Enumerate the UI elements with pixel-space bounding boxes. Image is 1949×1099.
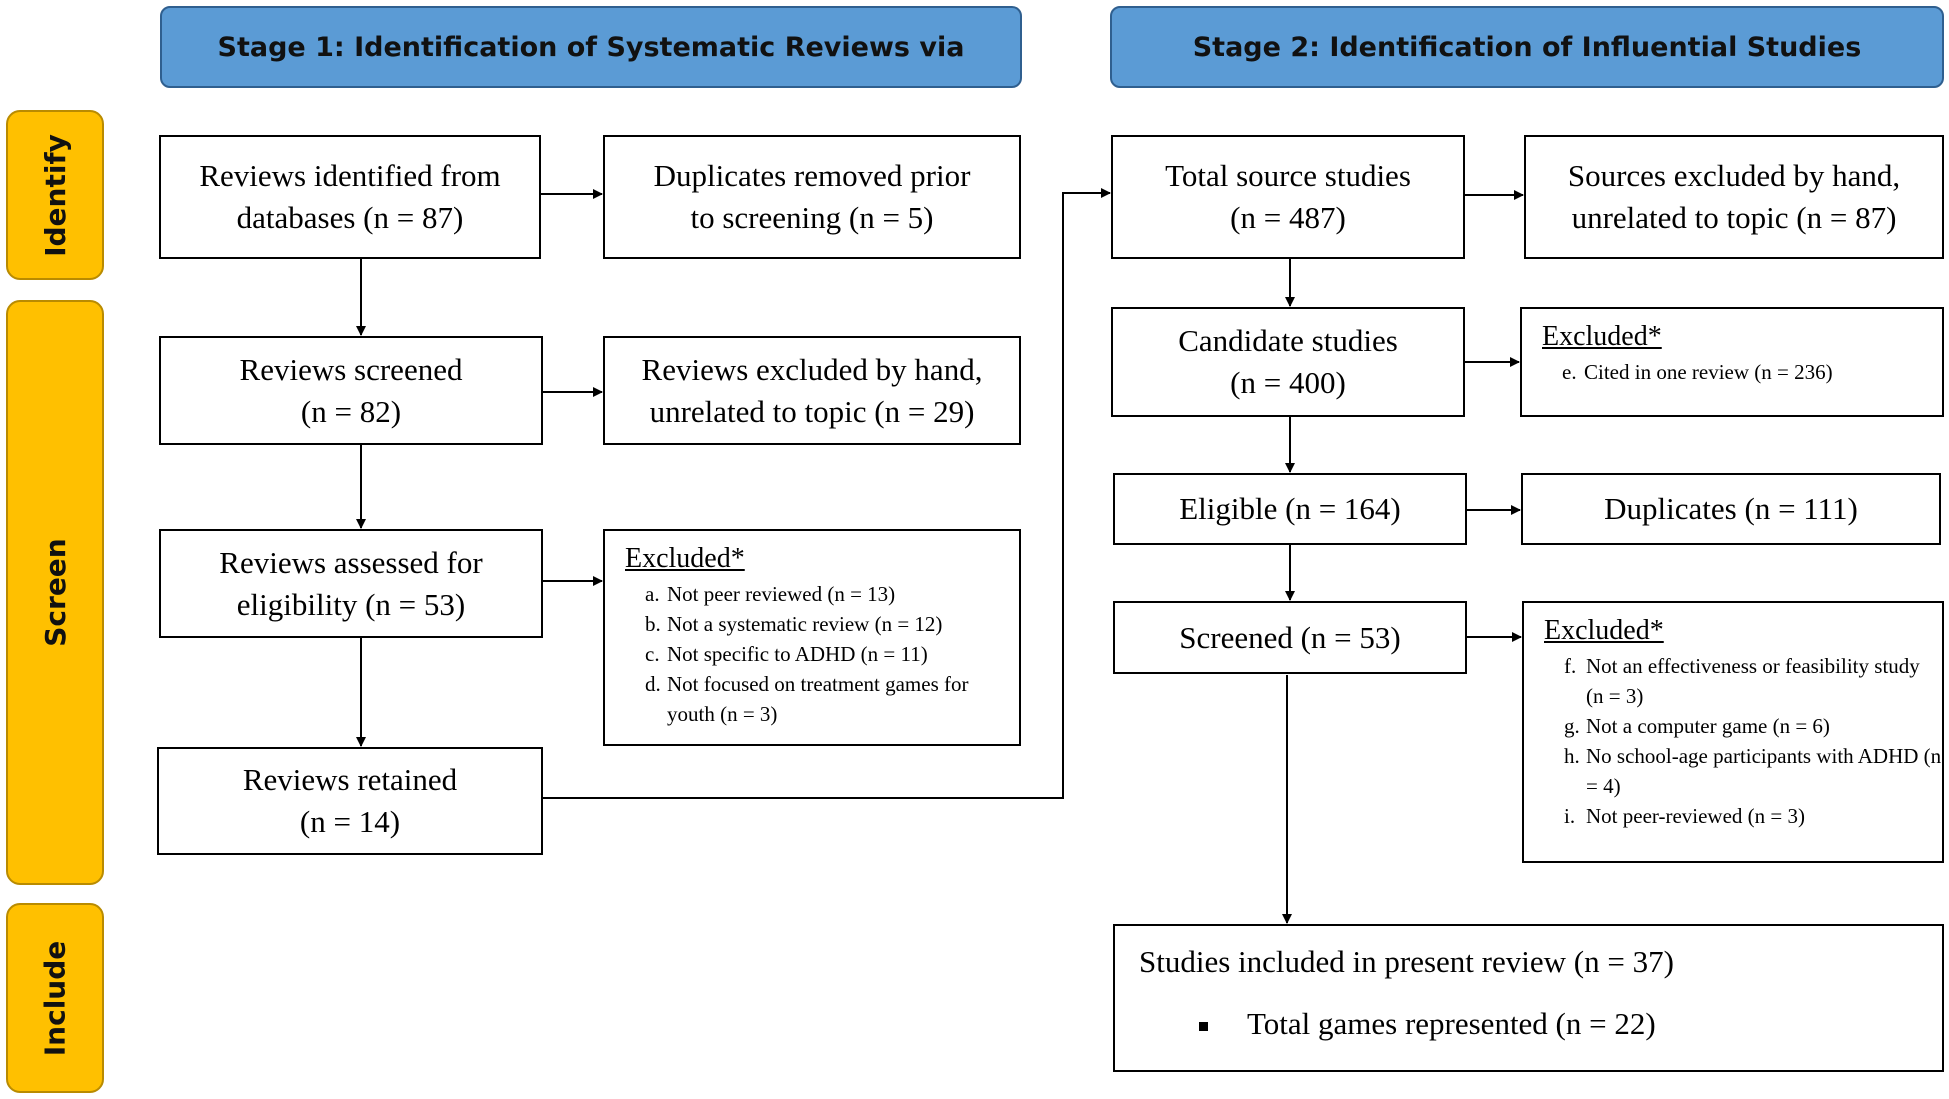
excluded-title: Excluded* <box>625 543 745 574</box>
reviews-retained-box: Reviews retained (n = 14) <box>157 747 543 855</box>
stage2-header-text: Stage 2: Identification of Influential S… <box>1192 31 1862 63</box>
total-source-line2: (n = 487) <box>1230 200 1346 235</box>
reason-marker: i. <box>1564 804 1576 828</box>
excluded-reason-item: c. Not specific to ADHD (n = 11) <box>625 639 1019 669</box>
reason-marker: g. <box>1564 714 1580 738</box>
candidate-excluded-box: Excluded* e. Cited in one review (n = 236… <box>1520 307 1944 417</box>
reviews-retained-line1: Reviews retained <box>242 762 458 797</box>
stage1-header-text: Stage 1: Identification of Systematic Re… <box>217 31 965 63</box>
excluded-reason-item: d.Not focused on treatment games for you… <box>625 669 1019 729</box>
excluded-reason-item: e. Cited in one review (n = 236) <box>1542 357 1942 387</box>
arrow-retained-to-total <box>543 188 1111 799</box>
reviews-excluded-hand-box: Reviews excluded by hand, unrelated to t… <box>603 336 1021 445</box>
reason-marker: a. <box>645 582 660 606</box>
phase-include-label: Include <box>38 940 72 1056</box>
reason-marker: f. <box>1564 654 1577 678</box>
candidate-studies-box: Candidate studies (n = 400) <box>1111 307 1465 417</box>
screened-box: Screened (n = 53) <box>1113 601 1467 674</box>
games-represented-text: Total games represented (n = 22) <box>1247 1006 1656 1041</box>
candidate-line1: Candidate studies <box>1178 323 1398 358</box>
eligible-line1: Eligible (n = 164) <box>1179 491 1401 526</box>
sources-excluded-box: Sources excluded by hand, unrelated to t… <box>1524 135 1944 259</box>
reviews-screened-box: Reviews screened (n = 82) <box>159 336 543 445</box>
sources-excluded-line1: Sources excluded by hand, <box>1567 158 1901 193</box>
excluded-title: Excluded* <box>1542 321 1662 352</box>
reason-text: Not specific to ADHD (n = 11) <box>667 642 928 666</box>
games-represented-bullet: Total games represented (n = 22) <box>1139 1004 1942 1044</box>
reviews-assessed-line1: Reviews assessed for <box>219 544 483 580</box>
excluded-reason-item: f. Not an effectiveness or feasibility st… <box>1544 651 1942 711</box>
excluded-reason-item: b.Not a systematic review (n = 12) <box>625 609 1019 639</box>
screened-line1: Screened (n = 53) <box>1179 619 1401 655</box>
reason-text: Not peer reviewed (n = 13) <box>667 582 896 606</box>
studies-included-box: Studies included in present review (n = … <box>1113 924 1944 1072</box>
excluded-reasons-list: f. Not an effectiveness or feasibility st… <box>1544 651 1942 831</box>
studies-included-line1: Studies included in present review (n = … <box>1139 944 1674 979</box>
reviews-excluded-hand-line1: Reviews excluded by hand, <box>641 351 983 387</box>
reason-marker: e. <box>1562 360 1577 384</box>
reviews-identified-box: Reviews identified from databases (n = 8… <box>159 135 541 259</box>
duplicates-removed-line1: Duplicates removed prior <box>653 158 971 193</box>
duplicates-removed-box: Duplicates removed prior to screening (n… <box>603 135 1021 259</box>
excluded-reason-item: a. Not peer reviewed (n = 13) <box>625 579 1019 609</box>
stage2-header: Stage 2: Identification of Influential S… <box>1110 6 1944 88</box>
reason-text: Not a systematic review (n = 12) <box>667 612 943 636</box>
reason-marker: d. <box>645 672 661 696</box>
reviews-assessed-line2: eligibility (n = 53) <box>236 586 466 622</box>
phase-identify: Identify <box>6 110 104 280</box>
sources-excluded-line2: unrelated to topic (n = 87) <box>1571 200 1897 235</box>
duplicates-removed-line2: to screening (n = 5) <box>690 200 934 235</box>
reason-marker: h. <box>1564 744 1580 768</box>
duplicates-line1: Duplicates (n = 111) <box>1604 491 1858 526</box>
duplicates-box: Duplicates (n = 111) <box>1521 473 1941 545</box>
screened-excluded-box: Excluded* f. Not an effectiveness or feas… <box>1522 601 1944 863</box>
reviews-retained-line2: (n = 14) <box>299 804 401 839</box>
reason-marker: b. <box>645 612 661 636</box>
phase-identify-label: Identify <box>38 133 72 257</box>
reason-text: No school-age participants with ADHD (n … <box>1586 744 1942 798</box>
stage1-header: Stage 1: Identification of Systematic Re… <box>160 6 1022 88</box>
reason-text: Not focused on treatment games for youth… <box>667 672 969 726</box>
eligible-box: Eligible (n = 164) <box>1113 473 1467 545</box>
reason-marker: c. <box>645 642 660 666</box>
excluded-reasons-list: a. Not peer reviewed (n = 13) b.Not a sys… <box>625 579 1019 729</box>
bullet-square-icon <box>1199 1022 1208 1031</box>
reviews-identified-line1: Reviews identified from <box>199 158 501 193</box>
reason-text: Cited in one review (n = 236) <box>1584 360 1833 384</box>
candidate-line2: (n = 400) <box>1230 365 1346 400</box>
phase-screen: Screen <box>6 300 104 885</box>
reviews-excluded-hand-line2: unrelated to topic (n = 29) <box>649 393 975 429</box>
phase-screen-label: Screen <box>38 538 72 647</box>
reviews-assessed-box: Reviews assessed for eligibility (n = 53… <box>159 529 543 638</box>
excluded-reason-item: h.No school-age participants with ADHD (… <box>1544 741 1942 801</box>
reason-text: Not an effectiveness or feasibility stud… <box>1586 654 1920 708</box>
reviews-excluded-reasons-box: Excluded* a. Not peer reviewed (n = 13) b… <box>603 529 1021 746</box>
total-source-line1: Total source studies <box>1165 158 1411 193</box>
total-source-studies-box: Total source studies (n = 487) <box>1111 135 1465 259</box>
reason-text: Not a computer game (n = 6) <box>1586 714 1830 738</box>
reviews-screened-line2: (n = 82) <box>300 393 402 429</box>
excluded-title: Excluded* <box>1544 615 1664 646</box>
reason-text: Not peer-reviewed (n = 3) <box>1586 804 1805 828</box>
excluded-reason-item: i. Not peer-reviewed (n = 3) <box>1544 801 1942 831</box>
phase-include: Include <box>6 903 104 1093</box>
excluded-reasons-list: e. Cited in one review (n = 236) <box>1542 357 1942 387</box>
reviews-screened-line1: Reviews screened <box>239 351 463 387</box>
reviews-identified-line2: databases (n = 87) <box>236 200 464 235</box>
excluded-reason-item: g.Not a computer game (n = 6) <box>1544 711 1942 741</box>
